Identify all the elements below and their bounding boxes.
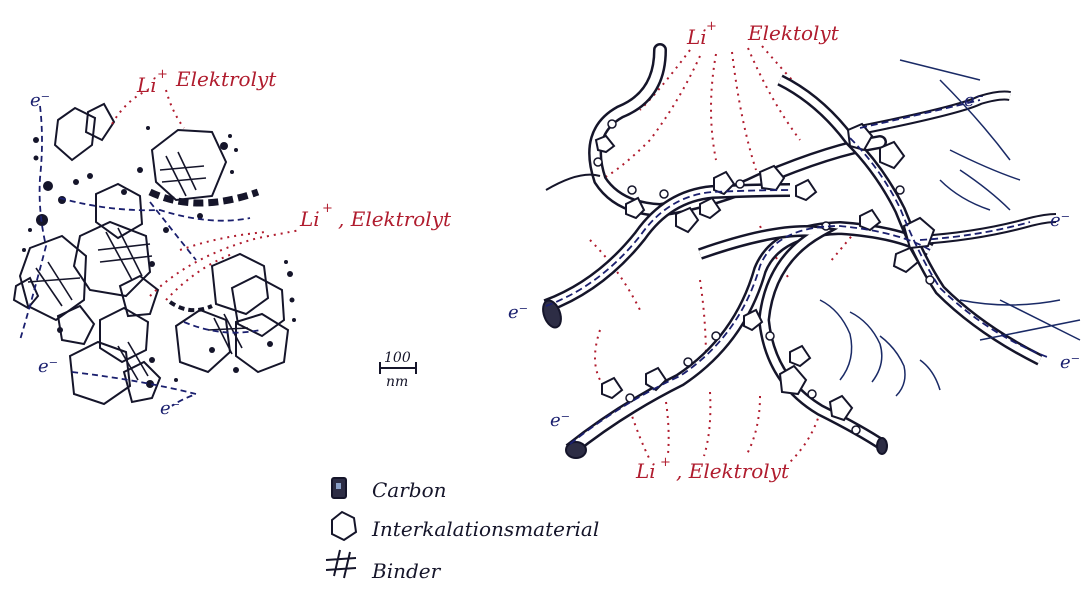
- electron-label: e⁻: [1050, 210, 1070, 231]
- legend-label: Binder: [371, 559, 442, 583]
- intercalation-particle: [176, 310, 230, 372]
- li-ion-charge: +: [157, 67, 168, 82]
- li-ion-label: Li: [635, 459, 656, 483]
- scale-bar-unit: nm: [386, 374, 408, 390]
- li-ion-label: Li: [299, 207, 320, 231]
- intercalation-particle: [100, 308, 148, 362]
- carbon-particle-icon: [332, 478, 346, 498]
- intercalation-particle: [58, 306, 94, 344]
- electrolyte-label: , Elektrolyt: [338, 207, 452, 231]
- li-ion-charge: +: [706, 19, 717, 34]
- legend-item-binder: Binder: [326, 550, 442, 583]
- binder-hash-icon: [326, 550, 356, 578]
- scale-bar-value: 100: [384, 350, 411, 366]
- electron-label: e⁻: [160, 398, 180, 419]
- scale-bar: 100 nm: [380, 350, 416, 390]
- left-label-top: Li + Elektrolyt: [136, 67, 277, 97]
- electron-label: e⁻: [508, 302, 528, 323]
- electron-label: e⁻: [38, 356, 58, 377]
- electron-label: e⁻: [550, 410, 570, 431]
- li-ion-charge: +: [660, 455, 671, 470]
- binder-band: [170, 302, 212, 310]
- li-ion-charge: +: [322, 201, 333, 216]
- legend-item-carbon: Carbon: [332, 478, 447, 502]
- electron-label: e⁻: [964, 90, 984, 111]
- legend-item-intercalation: Interkalationsmaterial: [332, 512, 599, 541]
- electrolyte-label: Elektrolyt: [175, 67, 277, 91]
- li-ion-label: Li: [136, 73, 157, 97]
- intercalation-particle: [14, 278, 38, 308]
- legend-label: Interkalationsmaterial: [371, 517, 599, 541]
- electrolyte-label: Elektolyt: [747, 21, 840, 45]
- particle-dots: [22, 126, 296, 382]
- left-label-mid: Li + , Elektrolyt: [299, 201, 452, 231]
- electron-label: e⁻: [1060, 352, 1080, 373]
- legend: Carbon Interkalationsmaterial Binder: [326, 478, 599, 583]
- electrolyte-label: , Elektrolyt: [676, 459, 790, 483]
- intercalation-particle: [152, 130, 226, 200]
- legend-label: Carbon: [372, 478, 447, 502]
- li-ion-label: Li: [686, 25, 707, 49]
- intercalation-particle: [86, 104, 114, 140]
- right-label-bottom: Li + , Elektrolyt: [635, 455, 790, 483]
- electron-label: e⁻: [30, 90, 50, 111]
- right-label-top: Li + Elektolyt: [686, 19, 840, 49]
- intercalation-particle-icon: [332, 512, 356, 540]
